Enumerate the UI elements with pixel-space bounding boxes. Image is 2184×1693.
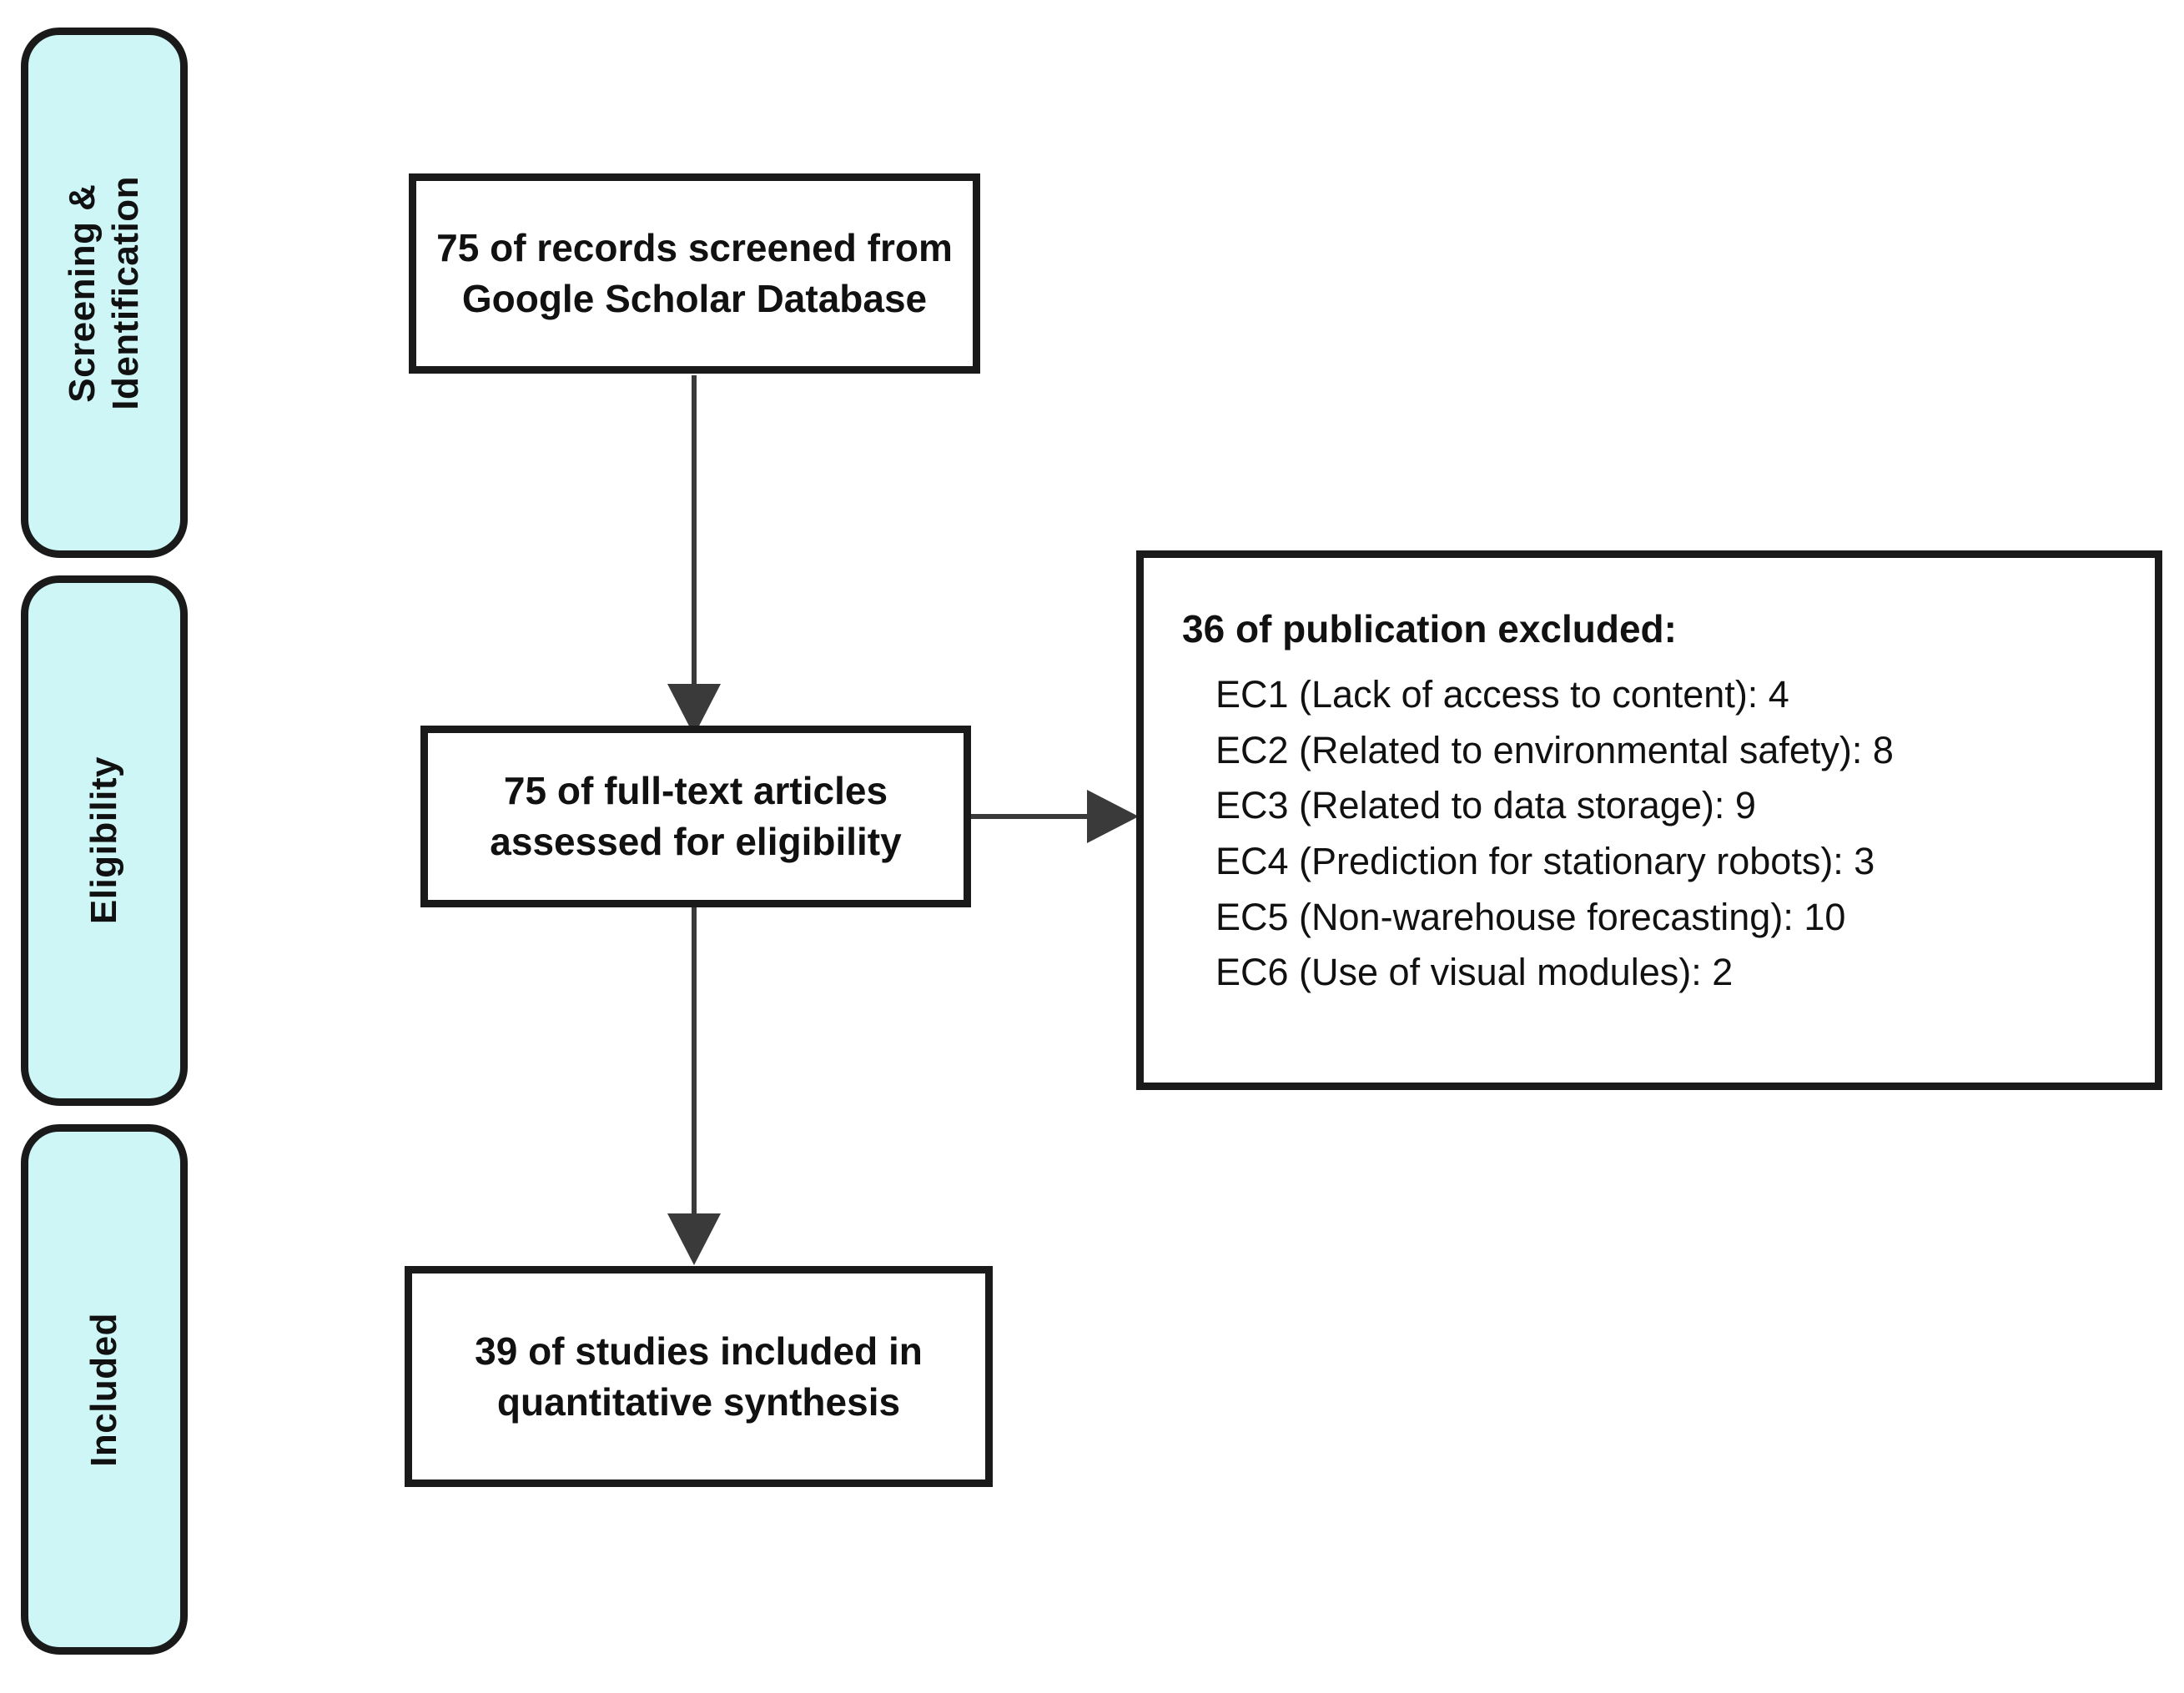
stage-label-included: Included	[83, 1312, 125, 1467]
connector-line-vertical-2	[692, 907, 697, 1216]
exclusion-criterion-ec1: EC1 (Lack of access to content): 4	[1215, 673, 1789, 716]
node-studies-included-text: 39 of studies included in quantitative s…	[475, 1329, 923, 1424]
exclusion-criteria-list: EC1 (Lack of access to content): 4 EC2 (…	[1182, 667, 2121, 1001]
node-fulltext-assessed: 75 of full-text articles assessed for el…	[420, 726, 971, 907]
node-records-screened: 75 of records screened from Google Schol…	[409, 173, 980, 374]
exclusion-title: 36 of publication excluded:	[1182, 607, 1677, 651]
exclusion-criterion-ec4: EC4 (Prediction for stationary robots): …	[1215, 839, 1875, 882]
exclusion-criterion-ec6: EC6 (Use of visual modules): 2	[1215, 951, 1734, 994]
arrow-head-down-2	[667, 1213, 721, 1265]
stage-pill-eligibility: Eligibility	[21, 575, 188, 1106]
connector-line-vertical-1	[692, 375, 697, 688]
node-publications-excluded: 36 of publication excluded: EC1 (Lack of…	[1136, 550, 2162, 1090]
arrow-head-right-1	[1087, 790, 1139, 843]
stage-label-screening-identification: Screening & Identification	[62, 175, 146, 410]
node-records-screened-text: 75 of records screened from Google Schol…	[436, 226, 953, 320]
exclusion-criterion-ec3: EC3 (Related to data storage): 9	[1215, 784, 1756, 827]
connector-line-horizontal-1	[971, 814, 1105, 819]
exclusion-criterion-ec5: EC5 (Non-warehouse forecasting): 10	[1215, 895, 1846, 938]
node-fulltext-assessed-text: 75 of full-text articles assessed for el…	[490, 769, 902, 863]
stage-label-eligibility: Eligibility	[83, 756, 125, 925]
stage-pill-included: Included	[21, 1124, 188, 1655]
stage-pill-screening-identification: Screening & Identification	[21, 28, 188, 558]
node-studies-included: 39 of studies included in quantitative s…	[405, 1266, 993, 1487]
exclusion-criterion-ec2: EC2 (Related to environmental safety): 8	[1215, 728, 1894, 771]
